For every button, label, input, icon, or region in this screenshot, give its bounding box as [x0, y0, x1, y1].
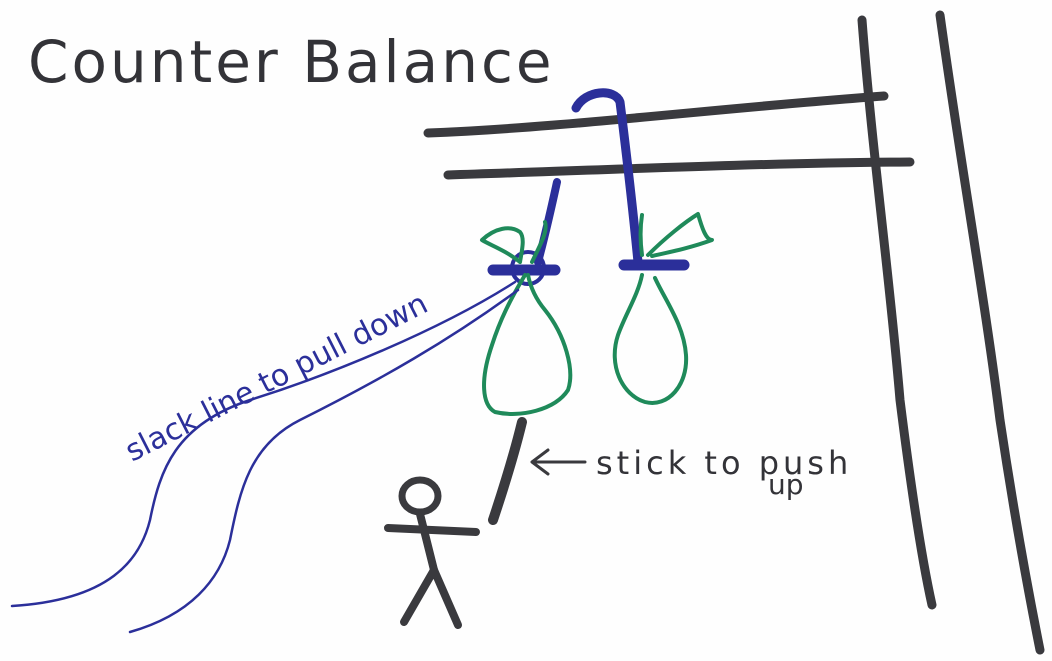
left-bag — [484, 275, 570, 414]
branch-upper-edge — [428, 96, 884, 133]
left-bag-tie — [482, 222, 546, 262]
arrow-to-stick — [532, 450, 585, 474]
person-figure — [388, 480, 476, 625]
tree-trunk-left — [862, 20, 932, 605]
slack-line-outer — [12, 282, 515, 606]
rope-left-drop — [538, 182, 557, 262]
push-stick — [493, 422, 522, 520]
person-head — [402, 480, 438, 512]
stick-label-line1: stick to push — [596, 444, 852, 482]
tree-trunk-right — [940, 15, 1040, 650]
right-bag-tie — [641, 214, 713, 256]
person-body — [420, 514, 434, 570]
diagram-title: Counter Balance — [28, 28, 555, 96]
slack-line-label: slack line to pull down — [120, 286, 434, 469]
branch-lower-edge — [448, 162, 910, 175]
stick-label-line2: up — [768, 468, 804, 501]
person-legs — [404, 570, 458, 625]
right-bag — [615, 275, 686, 403]
person-arms — [388, 528, 476, 532]
